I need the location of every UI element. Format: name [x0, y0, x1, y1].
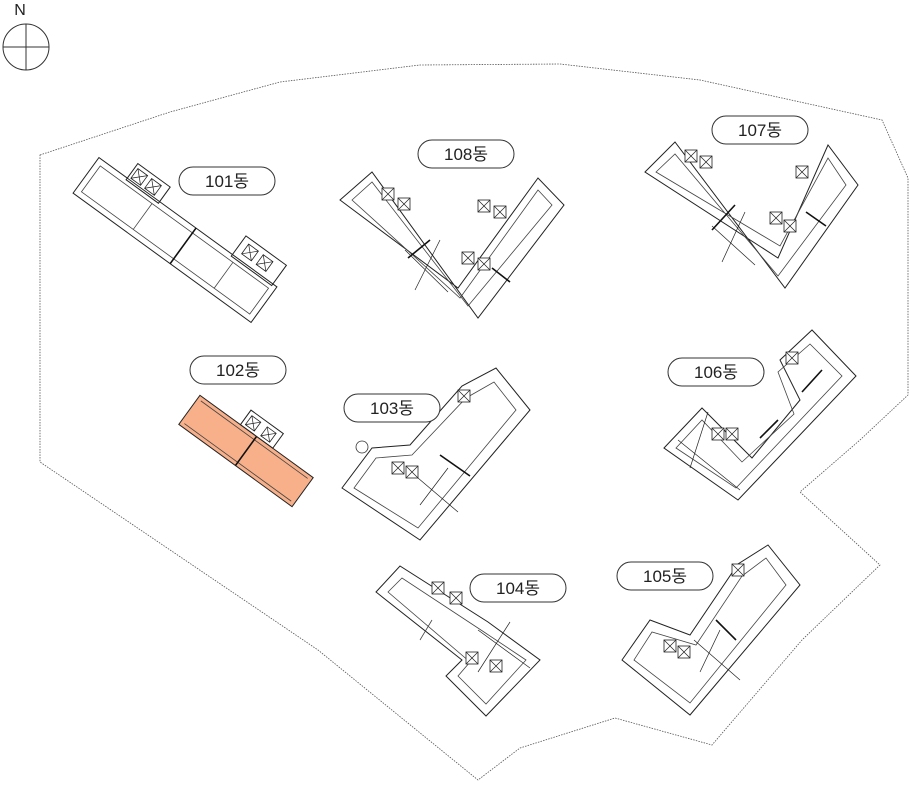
- building-107[interactable]: 107동: [644, 115, 859, 289]
- building-108-label-pill[interactable]: [417, 139, 515, 169]
- building-104-label: 104동: [496, 579, 540, 598]
- building-107-label: 107동: [738, 121, 782, 140]
- building-105-label-pill[interactable]: [616, 561, 714, 591]
- site-boundary: [39, 63, 909, 781]
- building-101[interactable]: 101동: [72, 139, 290, 324]
- building-102-label: 102동: [216, 361, 260, 380]
- building-105[interactable]: 105동: [616, 544, 801, 716]
- building-106-label: 106동: [694, 363, 738, 382]
- compass-north-label: N: [14, 2, 26, 19]
- building-102-label-pill[interactable]: [189, 355, 287, 385]
- building-102[interactable]: 102동: [178, 355, 324, 508]
- building-105-label: 105동: [643, 567, 687, 586]
- building-103-label-pill[interactable]: [343, 393, 441, 423]
- building-103[interactable]: 103동: [341, 367, 531, 541]
- building-106[interactable]: 106동: [663, 329, 857, 501]
- building-108-label: 108동: [444, 145, 488, 164]
- building-108[interactable]: 108동: [339, 139, 565, 319]
- building-103-label: 103동: [370, 399, 414, 418]
- building-101-label-pill[interactable]: [178, 166, 276, 196]
- building-107-label-pill[interactable]: [711, 115, 809, 145]
- building-106-label-pill[interactable]: [667, 357, 765, 387]
- building-104[interactable]: 104동: [375, 565, 567, 717]
- compass: N: [2, 2, 50, 71]
- building-101-label: 101동: [205, 172, 249, 191]
- building-104-label-pill[interactable]: [469, 573, 567, 603]
